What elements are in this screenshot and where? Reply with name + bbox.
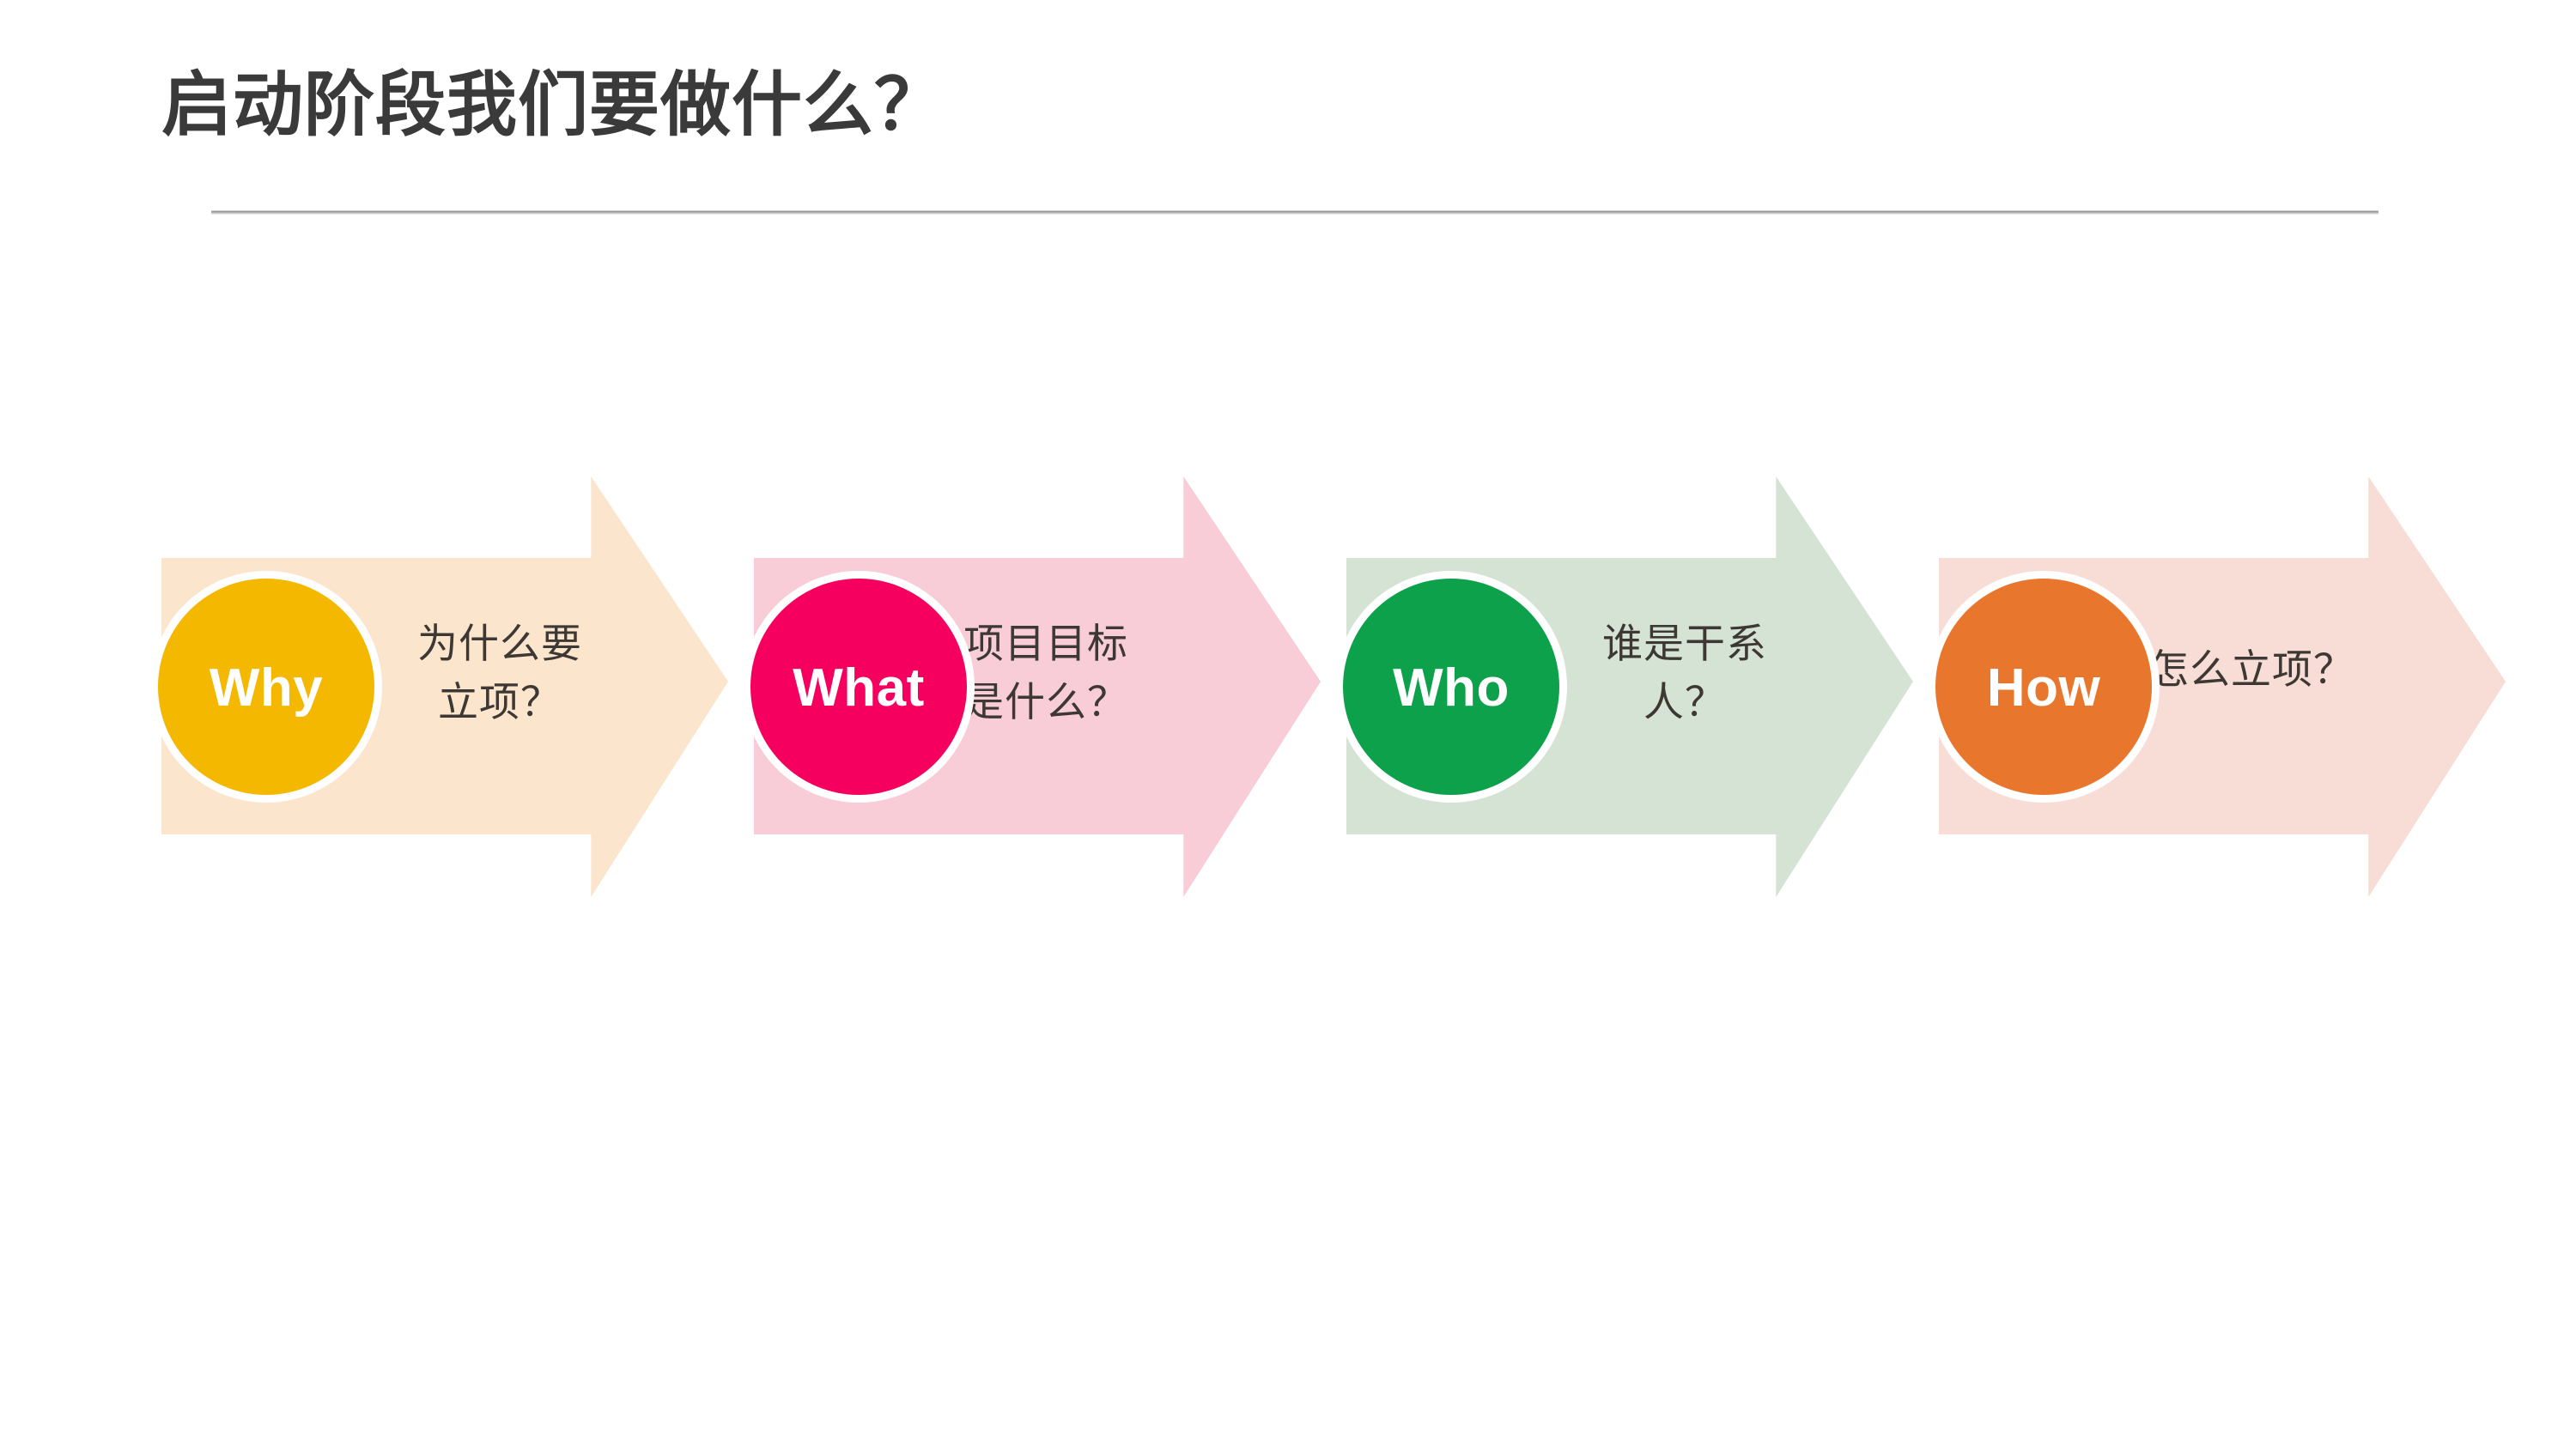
step-description-who: 谁是干系 人？ (1602, 621, 1767, 724)
step-badge-who[interactable]: Who (1343, 579, 1559, 795)
step-badge-label: Why (209, 658, 324, 718)
step-badge-label: How (1986, 658, 2101, 718)
flow-step-who[interactable]: 谁是干系 人？ Who (1343, 470, 1947, 900)
step-badge-label: Who (1393, 658, 1510, 718)
step-badge-label: What (793, 658, 925, 718)
step-description-what: 项目目标 是什么？ (963, 621, 1128, 724)
step-badge-why[interactable]: Why (158, 579, 374, 795)
step-badge-what[interactable]: What (750, 579, 967, 795)
step-description-how: 怎么立项？ (2148, 646, 2354, 692)
flow-step-why[interactable]: 为什么要 立项？ Why (158, 470, 762, 900)
page-title: 启动阶段我们要做什么？ (161, 66, 946, 144)
flow-step-how[interactable]: 怎么立项？ How (1935, 470, 2540, 900)
title-divider (211, 210, 2379, 215)
flow-step-what[interactable]: 项目目标 是什么？ What (750, 470, 1355, 900)
step-description-why: 为什么要 立项？ (417, 621, 582, 724)
step-badge-how[interactable]: How (1935, 579, 2152, 795)
